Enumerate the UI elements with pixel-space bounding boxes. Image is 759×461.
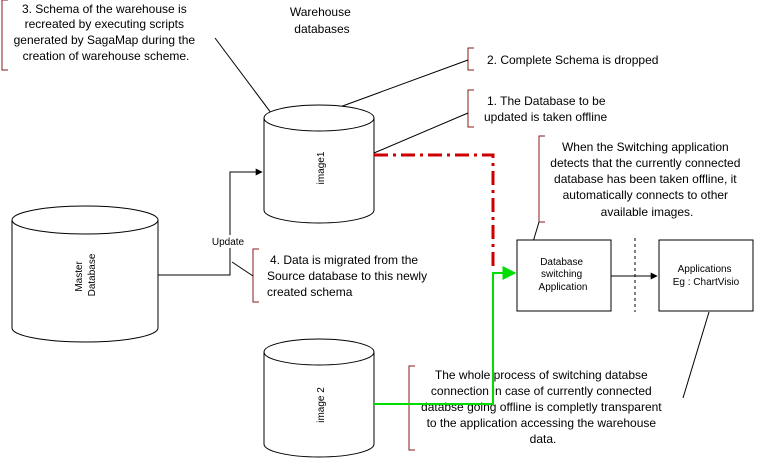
active-link bbox=[374, 266, 517, 405]
master-database-cylinder: Master Database bbox=[11, 205, 159, 343]
note-text: 4. Data is migrated from the Source data… bbox=[267, 253, 430, 299]
offline-link bbox=[374, 153, 495, 268]
pointer-migrated-to-update bbox=[231, 261, 254, 277]
note-bracket bbox=[467, 89, 474, 128]
note-bracket bbox=[252, 248, 259, 303]
note-transparent-switching: The whole process of switching databse c… bbox=[408, 365, 665, 451]
warehouse-databases-title: Warehouse databases bbox=[290, 5, 354, 36]
database-switching-application-box: Database switching Application bbox=[516, 239, 612, 312]
note-schema-dropped: 2. Complete Schema is dropped bbox=[467, 47, 658, 71]
pointer-transparent-to-apps bbox=[682, 311, 710, 399]
note-schema-recreated: 3. Schema of the warehouse is recreated … bbox=[1, 0, 199, 71]
note-text: When the Switching application detects t… bbox=[550, 140, 743, 219]
pointer-offline-to-image1 bbox=[373, 112, 469, 154]
note-bracket bbox=[467, 47, 474, 71]
note-bracket bbox=[1, 0, 8, 71]
note-data-migrated: 4. Data is migrated from the Source data… bbox=[252, 248, 430, 303]
note-text: The whole process of switching databse c… bbox=[421, 368, 665, 446]
note-taken-offline: 1. The Database to be updated is taken o… bbox=[467, 89, 609, 128]
applications-box: Applications Eg : ChartVisio bbox=[658, 239, 754, 312]
switching-box-label: Database switching Application bbox=[539, 257, 588, 293]
image1-database-cylinder: image1 bbox=[263, 104, 375, 224]
note-text: 2. Complete Schema is dropped bbox=[487, 53, 658, 67]
image2-database-cylinder: image 2 bbox=[263, 338, 375, 458]
update-connector: Update bbox=[158, 168, 263, 276]
applications-box-label: Applications Eg : ChartVisio bbox=[673, 264, 740, 288]
note-text: 1. The Database to be updated is taken o… bbox=[484, 94, 609, 124]
note-auto-connect: When the Switching application detects t… bbox=[538, 135, 743, 223]
note-bracket bbox=[538, 135, 545, 223]
image1-label: image1 bbox=[316, 151, 327, 184]
note-bracket bbox=[408, 365, 415, 451]
image2-label: image 2 bbox=[316, 387, 327, 423]
note-text: 3. Schema of the warehouse is recreated … bbox=[14, 2, 199, 63]
master-database-label: Master Database bbox=[74, 253, 98, 296]
update-label: Update bbox=[212, 237, 245, 248]
